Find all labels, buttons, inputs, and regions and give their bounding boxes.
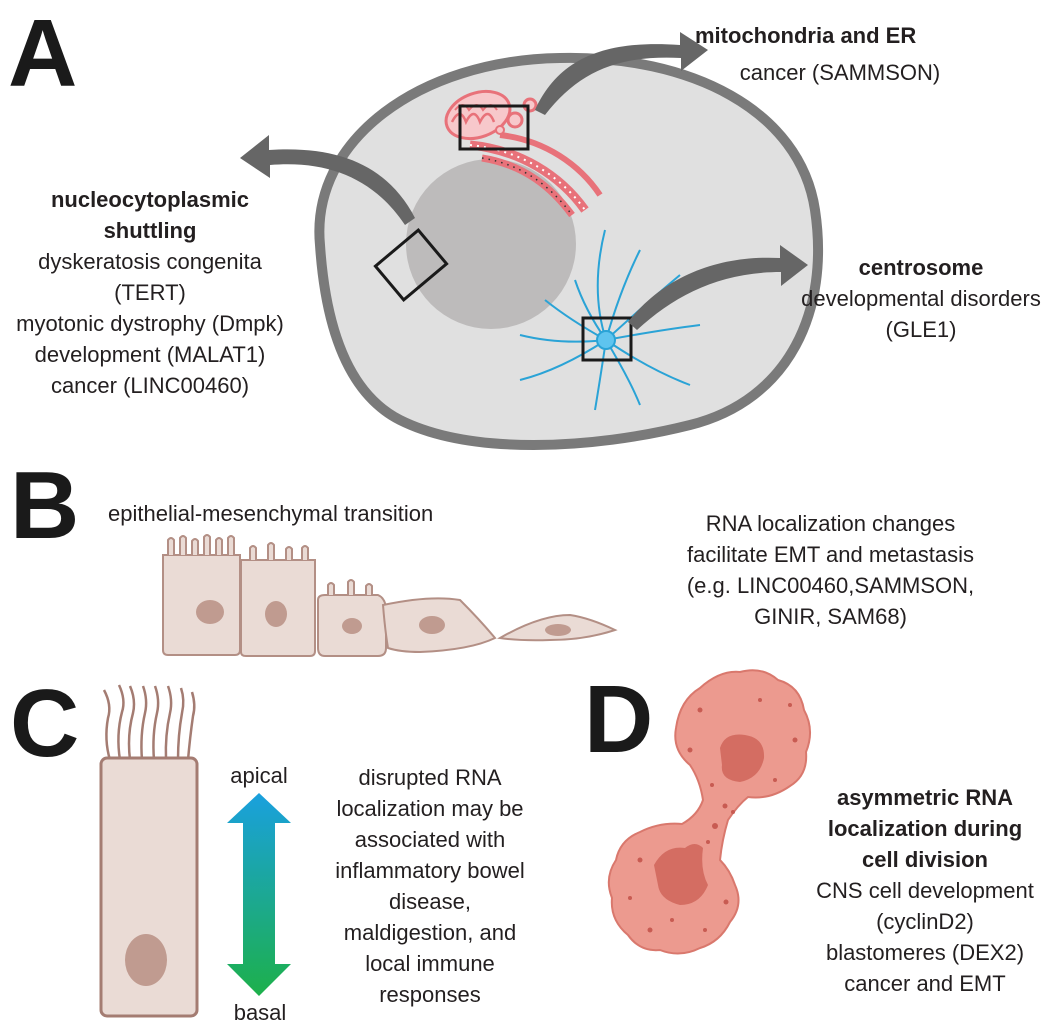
dividing-nucleus-top [720,734,765,782]
nucleo-line-5: cancer (LINC00460) [50,373,250,398]
emt-note-line-1: RNA localization changes [705,511,956,536]
nucleo-title-2: shuttling [103,218,197,243]
centrosome-title: centrosome [858,255,984,280]
asym-title-3: cell division [862,847,988,872]
panel-a-cell [314,52,823,450]
asym-title-2: localization during [827,816,1023,841]
mito-er-title: mitochondria and ER [695,23,917,48]
panel-letter-c: C [10,670,80,777]
nucleo-line-4: development (MALAT1) [34,342,266,367]
nucleus [406,159,576,329]
arrow-nucleus [240,135,415,225]
nucleo-line-2: (TERT) [114,280,186,305]
basal-label: basal [233,1000,287,1025]
panel-letter-d: D [584,666,654,773]
rna-granules [628,698,798,933]
asym-line-4: cancer and EMT [844,971,1006,996]
ibd-note-line-1: disrupted RNA [358,765,502,790]
asymmetric-label: asymmetric RNA localization during cell … [800,782,1050,999]
ibd-note-line-3: associated with [354,827,506,852]
ibd-note-line-7: local immune [365,951,495,976]
ibd-note-line-6: maldigestion, and [343,920,517,945]
apical-basal-arrow [227,793,291,996]
nucleo-line-3: myotonic dystrophy (Dmpk) [16,311,284,336]
ibd-note: disrupted RNA localization may be associ… [310,762,550,1010]
mito-er-line-1: cancer (SAMMSON) [739,60,941,85]
arrow-centrosome [628,245,808,330]
centrosome-line-1: developmental disorders [801,286,1041,311]
apical-label: apical [230,763,288,788]
emt-cell-4 [381,597,497,654]
centrosome-core [596,330,616,350]
centrosome-line-2: (GLE1) [885,317,957,342]
columnar-cell-nucleus [125,934,167,986]
emt-cell-3 [317,579,387,657]
mito-er-label: mitochondria and ER cancer (SAMMSON) [695,20,985,88]
cilia [102,684,196,761]
ibd-note-line-5: disease, [389,889,471,914]
nucleocytoplasmic-label: nucleocytoplasmic shuttling dyskeratosis… [0,184,300,401]
zoom-box-mito [458,104,530,151]
callout-arrows [240,32,808,330]
emt-cell-1 [162,534,241,656]
centrosome-label: centrosome developmental disorders (GLE1… [792,252,1050,345]
ibd-note-line-8: responses [379,982,481,1007]
panel-letter-a: A [8,0,78,107]
zoom-box-centrosome [581,316,633,362]
nucleo-line-1: dyskeratosis congenita [38,249,262,274]
emt-note-line-4: GINIR, SAM68) [754,604,907,629]
panel-d-dividing-cell [607,669,811,955]
asym-line-1: CNS cell development [816,878,1034,903]
arrow-mito [535,32,708,115]
asym-line-2: (cyclinD2) [876,909,974,934]
dividing-nucleus-bottom [654,844,708,905]
ibd-note-line-4: inflammatory bowel [335,858,525,883]
panel-c-cell [99,684,199,1018]
zoom-box-nucleus [373,228,449,302]
asym-title-1: asymmetric RNA [836,785,1014,810]
emt-note-line-2: facilitate EMT and metastasis [687,542,974,567]
panel-b-emt-cells [162,534,618,657]
columnar-cell [99,756,199,1018]
panel-letter-b: B [10,452,80,559]
nucleo-title-1: nucleocytoplasmic [50,187,250,212]
emt-cell-2 [240,542,316,657]
asym-line-3: blastomeres (DEX2) [825,940,1025,965]
ibd-note-line-2: localization may be [336,796,524,821]
emt-note-line-3: (e.g. LINC00460,SAMMSON, [686,573,975,598]
emt-cell-5 [497,613,618,642]
emt-note: RNA localization changes facilitate EMT … [648,508,1013,632]
emt-label: epithelial-mesenchymal transition [108,501,434,526]
